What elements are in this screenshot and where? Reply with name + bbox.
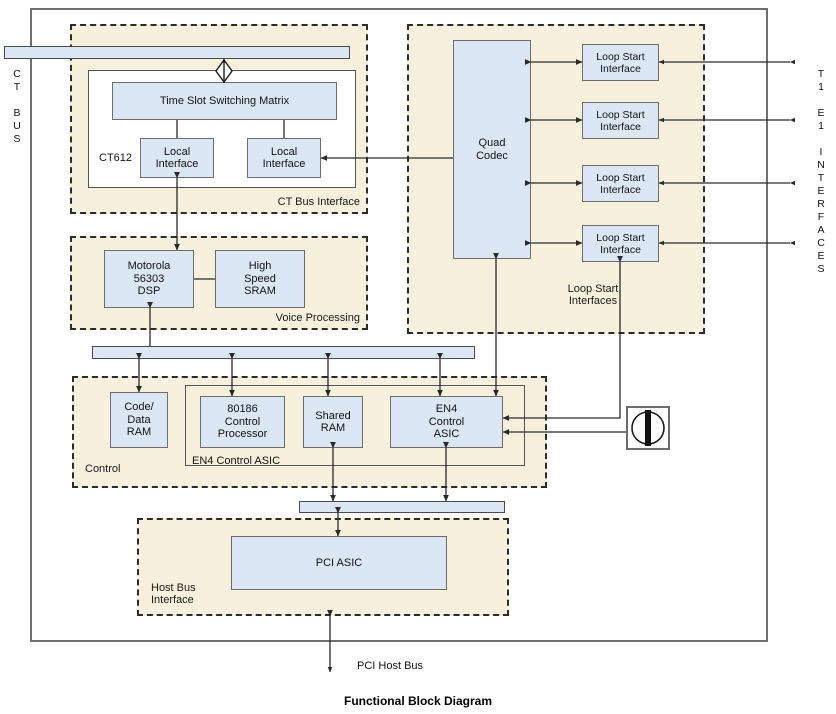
block-loop-start-interface-1-label: Loop Start Interface (596, 50, 645, 75)
block-local-interface-b: Local Interface (247, 138, 321, 178)
subframe-en4-control-asic (185, 385, 525, 466)
group-host-bus-interface-label: Host Bus Interface (151, 582, 196, 606)
host-bus-bar (299, 501, 505, 513)
block-high-speed-sram-label: High Speed SRAM (244, 260, 276, 298)
block-shared-ram: Shared RAM (303, 396, 363, 448)
ct-bus-edge-label: C T B U S (13, 68, 21, 145)
t1-e1-interfaces-edge-label: T 1 E 1 I N T E R F A C E S (817, 68, 825, 275)
block-loop-start-interface-4: Loop Start Interface (582, 225, 659, 262)
subframe-ct612-label: CT612 (99, 152, 133, 164)
rotary-switch-symbol (626, 406, 670, 450)
block-time-slot-switching-matrix: Time Slot Switching Matrix (112, 82, 337, 120)
block-loop-start-interface-2-label: Loop Start Interface (596, 108, 645, 133)
block-loop-start-interface-4-label: Loop Start Interface (596, 231, 645, 256)
group-voice-processing-label: Voice Processing (275, 312, 360, 324)
main-bus-bar (92, 346, 475, 359)
block-loop-start-interface-2: Loop Start Interface (582, 102, 659, 139)
block-quad-codec: Quad Codec (453, 40, 531, 259)
block-code-data-ram-label: Code/ Data RAM (124, 401, 154, 439)
block-en4-control-asic: EN4 Control ASIC (390, 396, 503, 448)
block-pci-asic-label: PCI ASIC (315, 556, 363, 569)
block-motorola-56303-dsp: Motorola 56303 DSP (104, 250, 194, 308)
block-shared-ram-label: Shared RAM (315, 409, 351, 435)
block-pci-asic: PCI ASIC (231, 536, 447, 590)
block-loop-start-interface-3: Loop Start Interface (582, 165, 659, 202)
block-loop-start-interface-1: Loop Start Interface (582, 44, 659, 81)
block-local-interface-b-label: Local Interface (262, 145, 306, 171)
group-loop-start-interfaces-label: Loop Start Interfaces (567, 283, 619, 307)
block-quad-codec-label: Quad Codec (476, 137, 508, 162)
block-motorola-56303-dsp-label: Motorola 56303 DSP (127, 260, 171, 298)
block-time-slot-switching-matrix-label: Time Slot Switching Matrix (159, 94, 290, 107)
block-high-speed-sram: High Speed SRAM (215, 250, 305, 308)
block-loop-start-interface-3-label: Loop Start Interface (596, 171, 645, 196)
block-local-interface-a-label: Local Interface (155, 145, 199, 171)
group-control-label: Control (85, 463, 121, 475)
block-80186-control-processor: 80186 Control Processor (200, 396, 285, 448)
block-code-data-ram: Code/ Data RAM (110, 392, 168, 448)
subframe-en4-control-asic-label: EN4 Control ASIC (192, 455, 281, 467)
ct-bus-bar (4, 46, 350, 59)
pci-host-bus-label: PCI Host Bus (357, 660, 424, 672)
block-en4-control-asic-label: EN4 Control ASIC (428, 403, 465, 441)
block-80186-control-processor-label: 80186 Control Processor (217, 403, 268, 441)
system-boundary-frame (30, 8, 768, 642)
figure-caption: Functional Block Diagram (343, 694, 493, 708)
block-local-interface-a: Local Interface (140, 138, 214, 178)
group-ct-bus-interface-label: CT Bus Interface (277, 196, 360, 208)
